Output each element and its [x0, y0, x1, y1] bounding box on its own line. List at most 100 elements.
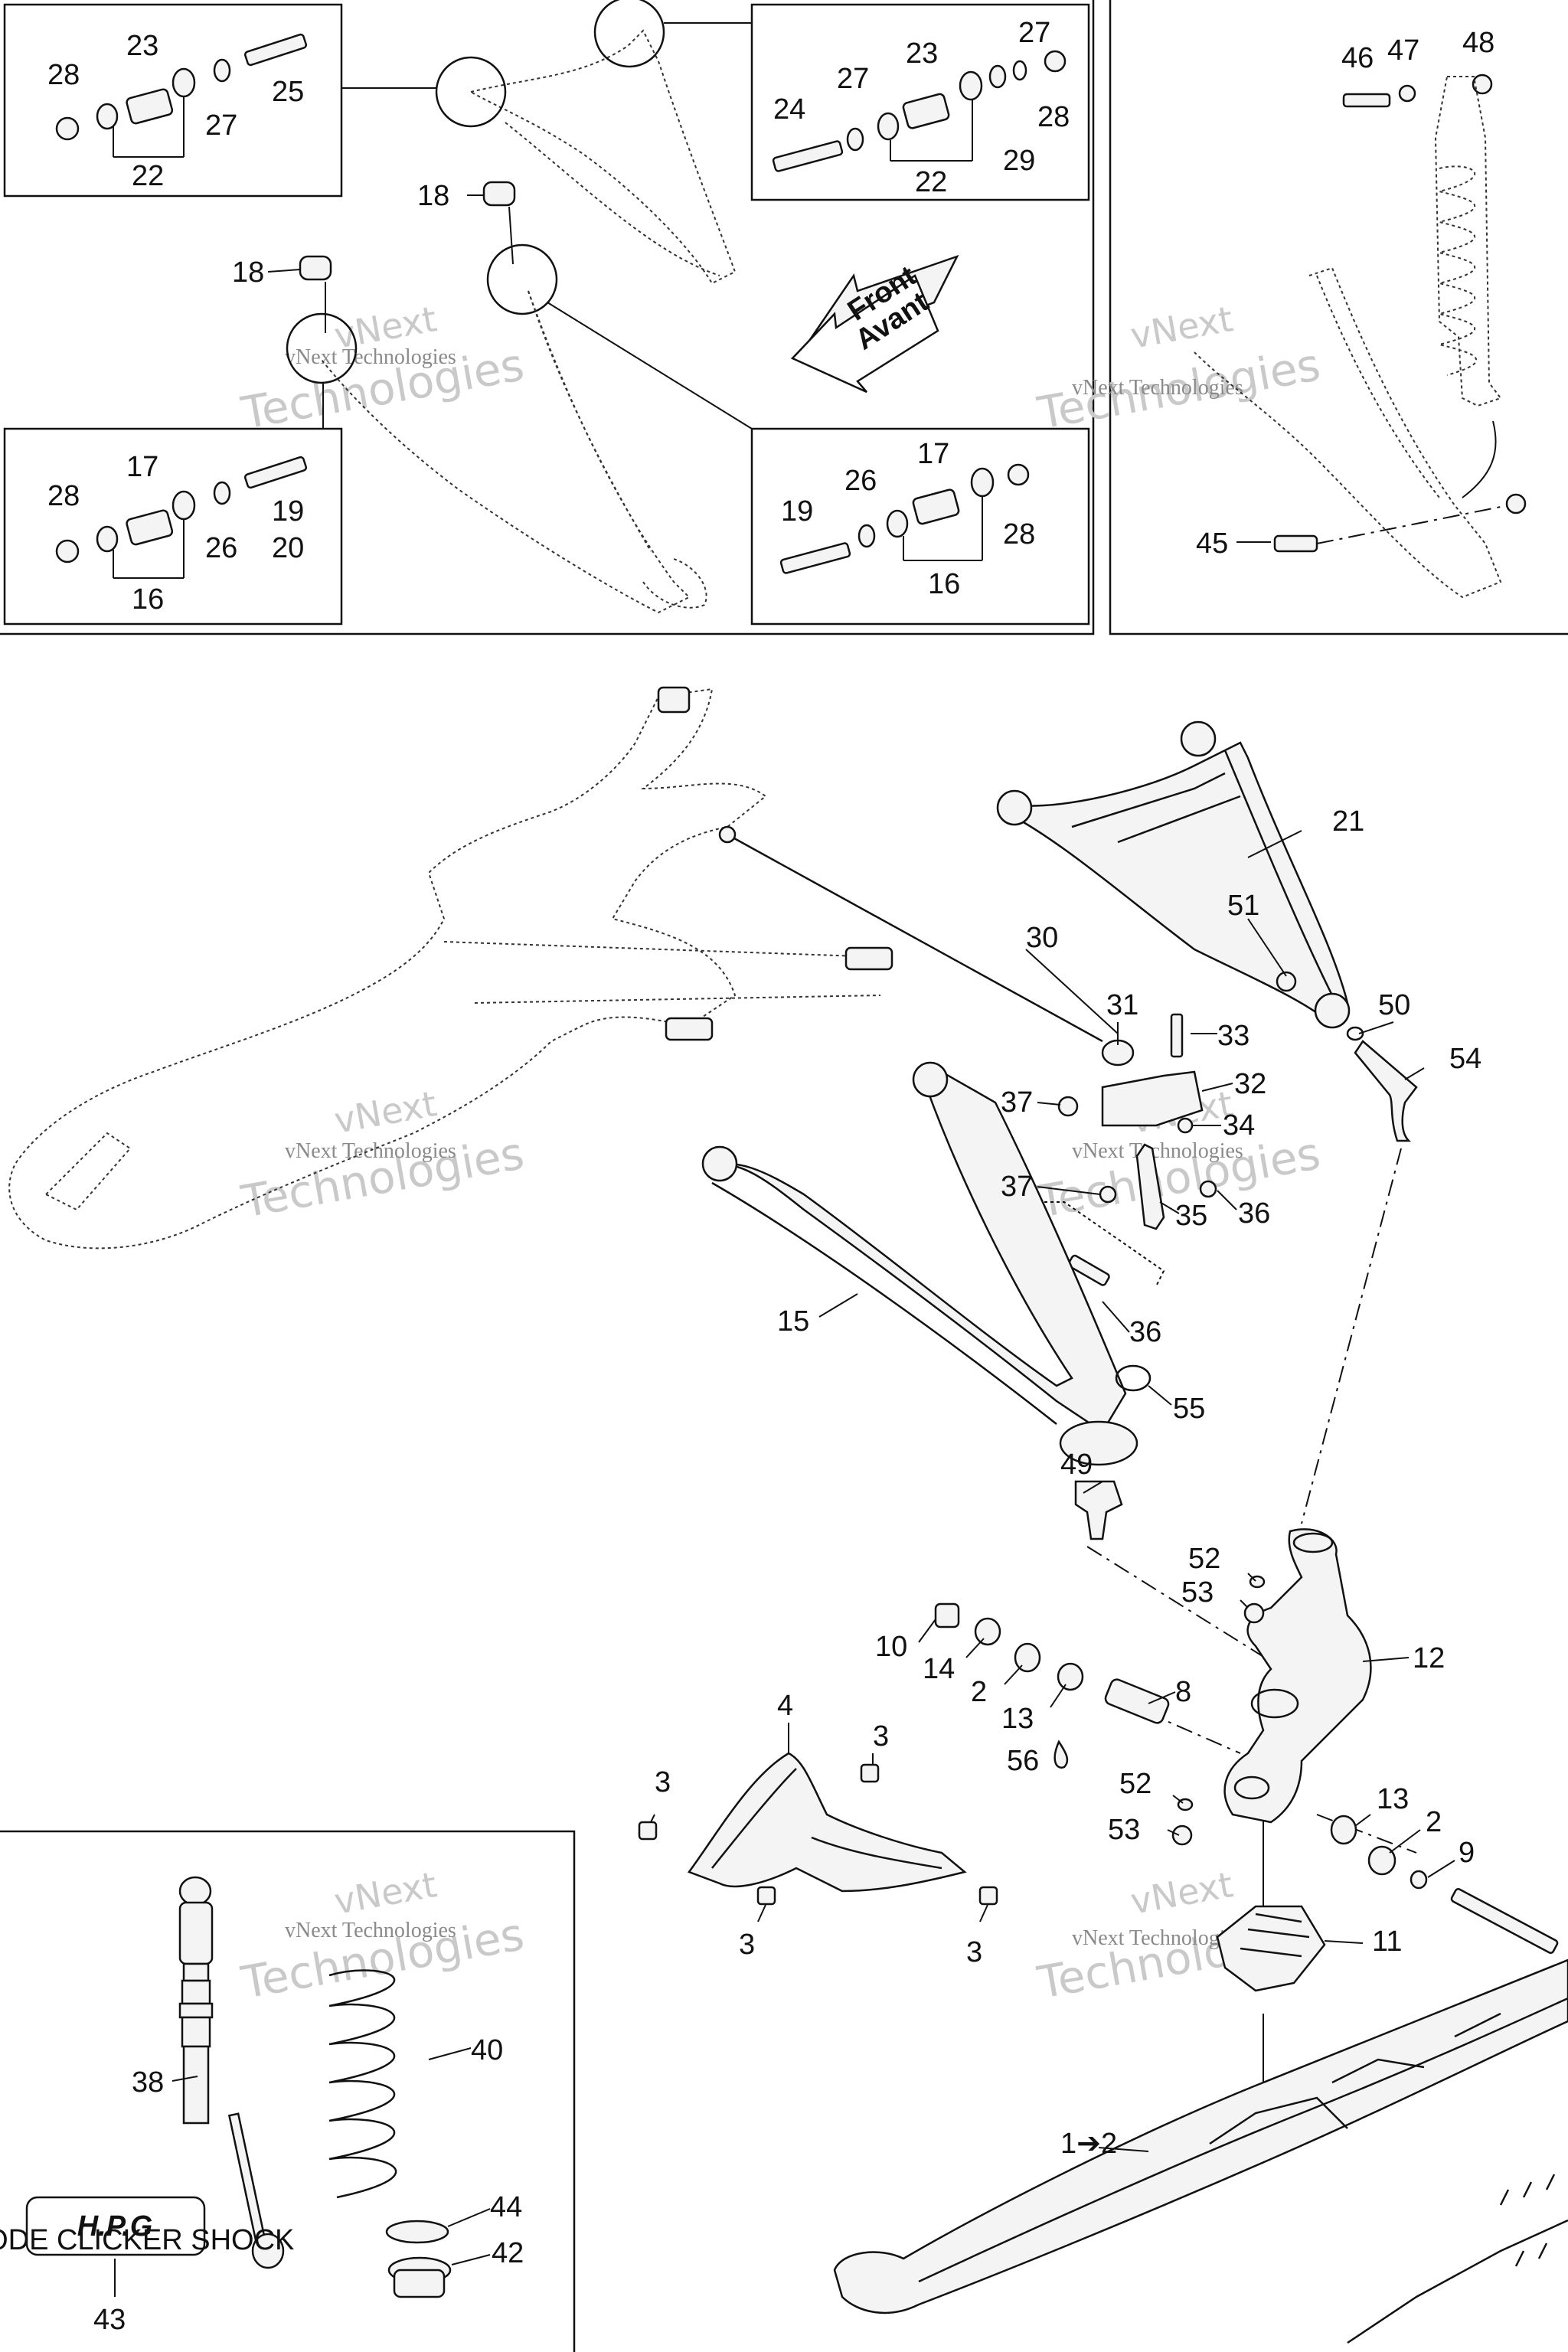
watermark-small: vNext Technologies	[285, 1139, 456, 1163]
assembly-dash-lines	[1086, 1148, 1417, 2098]
leader-line	[1025, 949, 1119, 1034]
callout-27: 27	[1018, 17, 1050, 49]
watermark-vnext: vNext	[1128, 1864, 1236, 1922]
bumper-screw	[756, 1886, 776, 1906]
leader-line	[267, 269, 301, 273]
watermark-small: vNext Technologies	[285, 1919, 456, 1942]
arm-outline-dotted-inner	[1316, 275, 1440, 498]
callout-18: 18	[232, 256, 264, 289]
callouts: 28 23 27 25 22 27 23 27 24 28 29 22 18 1…	[47, 17, 1494, 2336]
callout-19: 19	[272, 495, 304, 528]
callout-50: 50	[1378, 989, 1410, 1021]
dash-line	[1316, 1814, 1417, 1854]
callout-53: 53	[1108, 1814, 1140, 1846]
callout-26: 26	[844, 465, 877, 497]
arm-outline-dotted	[1194, 266, 1502, 599]
bushing-sleeve	[912, 488, 960, 525]
shock-reservoir	[178, 1901, 214, 1965]
callout-3: 3	[966, 1936, 982, 1968]
nut	[1044, 50, 1067, 73]
leader-line	[1247, 918, 1287, 977]
callout-47: 47	[1387, 34, 1419, 67]
top-right-shock-frame	[1109, 0, 1568, 635]
callout-37: 37	[1001, 1086, 1033, 1119]
callout-21: 21	[1332, 805, 1364, 838]
sway-bar-end	[718, 825, 737, 844]
callout-36: 36	[1129, 1316, 1161, 1348]
callout-33: 33	[1217, 1020, 1250, 1052]
bolt	[779, 542, 851, 574]
watermark-small: vNext Technologies	[1072, 1139, 1243, 1163]
shock-band-dark	[181, 2016, 211, 2048]
ski-runner	[1347, 2219, 1568, 2344]
bushing-flange	[959, 70, 983, 101]
shock-collar	[182, 1962, 210, 1982]
callout-55: 55	[1173, 1393, 1205, 1425]
leader-line	[1148, 1691, 1176, 1704]
lower-a-arm-front-bushing	[701, 1145, 738, 1182]
dash-line	[1117, 1699, 1241, 1754]
dash-line	[1301, 1148, 1402, 1524]
grease-fitting	[1276, 971, 1297, 992]
leader-line	[1172, 1795, 1184, 1804]
bolt	[243, 456, 308, 489]
callout-23: 23	[126, 30, 158, 62]
upper-a-arm-rear-leg	[505, 122, 720, 276]
bushing-assembly-upper-left	[55, 33, 308, 158]
watermark-vnext: vNext	[332, 1083, 440, 1142]
callout-32: 32	[1234, 1068, 1266, 1100]
lower-a-arm-inner	[528, 290, 652, 552]
callout-27: 27	[205, 109, 237, 142]
detail-box-lower-right	[750, 427, 1090, 626]
callout-23: 23	[906, 38, 938, 70]
bushing	[974, 1617, 1001, 1646]
callout-16: 16	[132, 583, 164, 616]
bushing-assembly-lower-left	[55, 456, 308, 579]
retaining-ring	[1115, 1364, 1152, 1392]
spindle-sleeve	[1104, 1678, 1170, 1724]
callout-2: 2	[1426, 1806, 1442, 1838]
grease-drop	[1054, 1740, 1069, 1769]
link-bolt	[1170, 1013, 1184, 1058]
upper-a-arm-ball-socket	[1314, 992, 1351, 1029]
callout-51: 51	[1227, 890, 1259, 922]
bushing	[1057, 1662, 1084, 1691]
bolt	[772, 140, 844, 172]
spacer-washer	[299, 255, 332, 281]
leader-line	[1004, 1664, 1023, 1685]
washer	[988, 64, 1007, 89]
watermark-small: vNext Technologies	[1072, 1926, 1243, 1950]
callout-25: 25	[272, 76, 304, 108]
leader-line	[1083, 1481, 1103, 1494]
spacer	[934, 1602, 960, 1628]
leader-line	[1358, 1021, 1394, 1034]
bushing-circle-lower-front	[486, 243, 558, 315]
lower-a-arm-rear-bushing	[912, 1061, 949, 1098]
bushing-flange	[970, 467, 995, 498]
bushing	[1330, 1815, 1357, 1845]
bushing-flange	[172, 67, 196, 98]
lower-a-arm	[701, 1061, 1152, 1540]
sway-bar-rod	[727, 833, 1103, 1043]
leader-line	[1159, 1201, 1180, 1214]
callout-18: 18	[417, 180, 449, 212]
leader-line	[918, 1619, 936, 1643]
shock-lower-nut	[1505, 493, 1527, 514]
bushing-sleeve	[126, 88, 174, 125]
chassis-bracket	[657, 686, 691, 714]
upper-a-arm-body	[1008, 741, 1349, 1020]
callout-20: 20	[272, 532, 304, 564]
bushing-flange	[877, 112, 900, 141]
callout-8: 8	[1175, 1676, 1191, 1708]
chassis-outline	[8, 686, 893, 1250]
leader-line	[757, 1904, 766, 1922]
callout-10: 10	[875, 1631, 907, 1663]
leader-line	[1037, 1186, 1101, 1195]
upper-a-arm-rear-bushing	[1180, 720, 1217, 757]
o-ring	[1012, 60, 1027, 81]
callout-28: 28	[47, 480, 80, 512]
shock-lower-dash	[1316, 505, 1509, 544]
shock-top-eye	[178, 1876, 212, 1906]
front-arrow-body	[790, 274, 939, 394]
